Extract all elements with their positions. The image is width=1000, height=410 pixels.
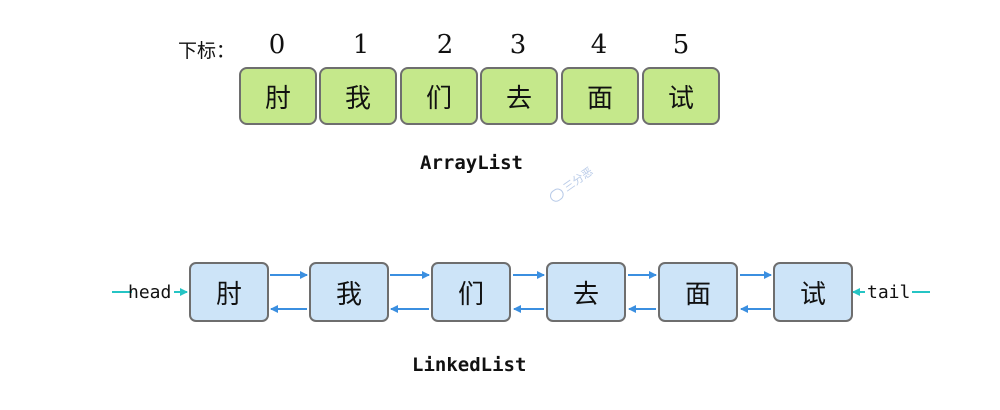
linkedlist-title: LinkedList	[412, 354, 527, 376]
index-2: 2	[436, 30, 454, 60]
index-1: 1	[352, 30, 370, 60]
index-5: 5	[672, 30, 690, 60]
array-cell-4: 面	[561, 67, 639, 125]
index-3: 3	[509, 30, 527, 60]
arraylist-title: ArrayList	[420, 152, 523, 174]
array-cell-2: 们	[400, 67, 478, 125]
index-4: 4	[590, 30, 608, 60]
linked-node-3: 去	[546, 262, 626, 322]
index-0: 0	[268, 30, 286, 60]
linked-node-1: 我	[309, 262, 389, 322]
array-cell-5: 试	[642, 67, 720, 125]
head-label: head	[128, 282, 172, 303]
array-cell-0: 肘	[239, 67, 317, 125]
index-caption: 下标：	[178, 40, 236, 62]
linked-node-0: 肘	[189, 262, 269, 322]
linked-node-4: 面	[658, 262, 738, 322]
array-cell-1: 我	[319, 67, 397, 125]
tail-label: tail	[867, 282, 911, 303]
array-cell-3: 去	[480, 67, 558, 125]
linked-node-2: 们	[431, 262, 511, 322]
linked-node-5: 试	[773, 262, 853, 322]
